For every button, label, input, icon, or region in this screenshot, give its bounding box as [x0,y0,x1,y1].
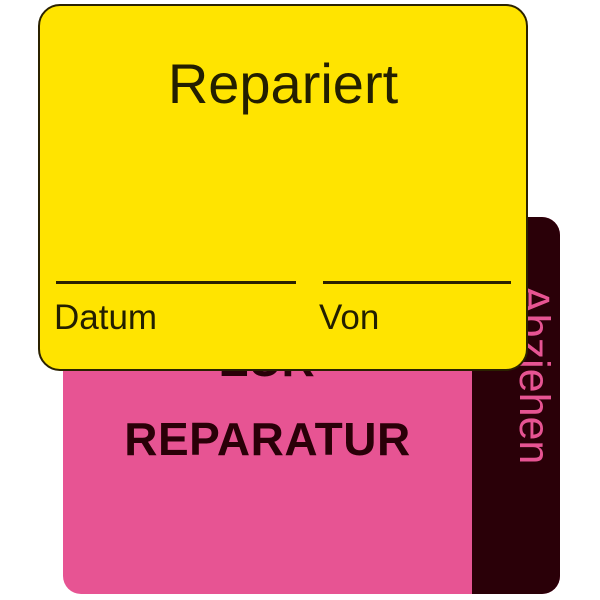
datum-field-label: Datum [54,298,158,337]
von-write-line [323,281,511,284]
label-line-reparatur: REPARATUR [124,413,411,465]
repariert-label: Repariert Datum Von [38,4,528,371]
von-field-label: Von [319,298,380,337]
datum-write-line [56,281,296,284]
label-title: Repariert [167,52,399,115]
